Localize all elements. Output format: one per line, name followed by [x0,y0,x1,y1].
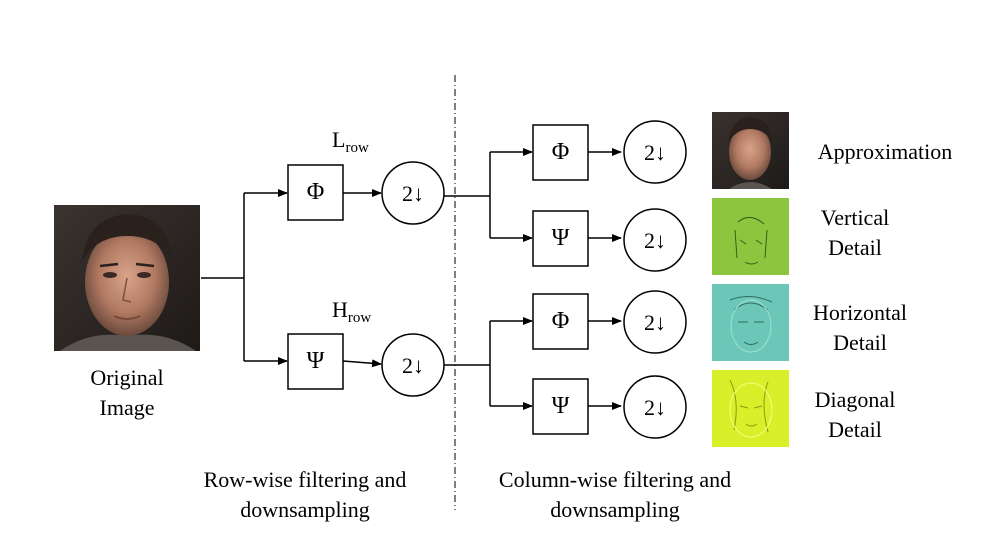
vertical-line-2: Detail [828,235,882,260]
caption-column-line-2: downsampling [550,497,680,522]
phi-symbol-row: Φ [306,179,325,205]
low-branch-subscript: row [345,140,369,156]
output-label-horizontal: Horizontal Detail [800,298,920,358]
original-label-line-2: Image [99,395,155,420]
high-branch-letter: H [332,297,348,322]
original-label-line-1: Original [90,365,164,390]
downsample-label-high-row: 2↓ [402,353,424,378]
filter-box-phi-row [287,164,344,221]
horizontal-line-2: Detail [833,330,887,355]
low-branch-label: Lrow [332,125,369,163]
downsample-label-col-2: 2↓ [644,228,666,253]
filter-box-psi-col-2 [532,378,589,435]
stage1-connectors [201,189,382,368]
psi-symbol-row: Ψ [306,348,325,374]
output-label-approximation: Approximation [800,137,970,167]
low-branch-letter: L [332,127,346,152]
output-label-vertical: Vertical Detail [800,203,910,263]
approximation-line-1: Approximation [817,139,953,164]
downsample-circle-low-row [381,161,445,225]
stage2-connectors [444,148,622,410]
downsample-label-col-1: 2↓ [644,140,666,165]
downsample-circle-col-4 [623,375,687,439]
caption-column-wise: Column-wise filtering and downsampling [470,465,760,525]
high-branch-label: Hrow [332,295,371,333]
output-diagonal-image [712,370,789,447]
output-vertical-image [712,198,789,275]
vertical-line-1: Vertical [820,205,890,230]
output-horizontal-image [712,284,789,361]
caption-column-line-1: Column-wise filtering and [498,467,732,492]
diagonal-line-1: Diagonal [814,387,896,412]
high-branch-subscript: row [347,310,372,326]
downsample-circle-col-3 [623,290,687,354]
filter-box-psi-row [287,333,344,390]
caption-row-wise: Row-wise filtering and downsampling [180,465,430,525]
downsample-label-col-4: 2↓ [644,395,666,420]
downsample-label-low-row: 2↓ [402,181,424,206]
phi-symbol-col-1: Φ [551,139,570,165]
filter-box-phi-col-1 [532,124,589,181]
filter-box-phi-col-2 [532,293,589,350]
phi-symbol-col-2: Φ [551,308,570,334]
psi-symbol-col-2: Ψ [551,393,570,419]
output-label-diagonal: Diagonal Detail [800,385,910,445]
filter-box-psi-col-1 [532,210,589,267]
output-approximation-image [712,112,789,189]
downsample-label-col-3: 2↓ [644,310,666,335]
original-image [54,205,200,351]
diagonal-line-2: Detail [828,417,882,442]
original-image-label: Original Image [57,363,197,423]
downsample-circle-col-2 [623,208,687,272]
psi-symbol-col-1: Ψ [551,225,570,251]
caption-row-line-2: downsampling [240,497,370,522]
horizontal-line-1: Horizontal [812,300,908,325]
caption-row-line-1: Row-wise filtering and [203,467,407,492]
downsample-circle-col-1 [623,120,687,184]
